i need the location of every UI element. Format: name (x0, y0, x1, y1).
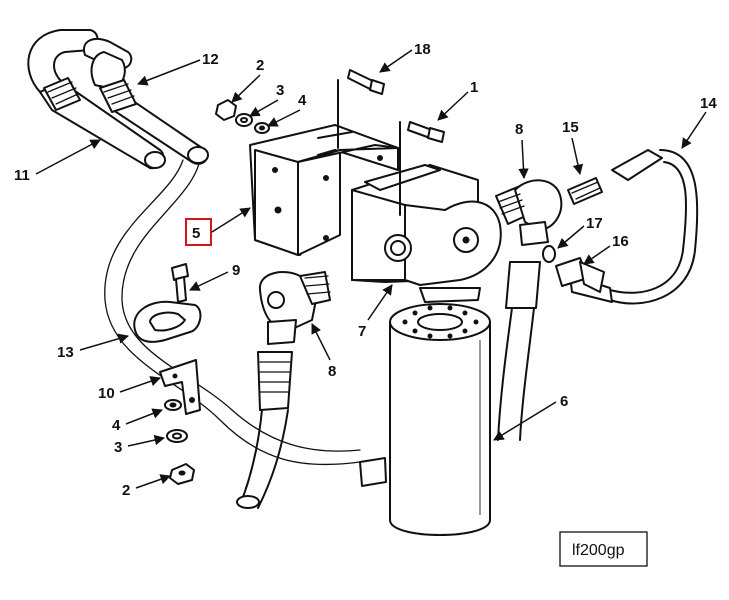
hose-assembly-14 (569, 149, 699, 305)
bolt-9 (171, 263, 189, 303)
callout-3-lower-label: 3 (114, 439, 122, 456)
figure-id-box: lf200gp (559, 531, 648, 567)
nut-2-upper (215, 99, 237, 121)
filter-element-6 (389, 303, 491, 536)
callout-7-label: 7 (358, 323, 366, 340)
callout-5: 5 (185, 207, 251, 246)
callout-5-highlight (185, 218, 212, 246)
callout-13: 13 (57, 333, 130, 361)
callout-14-label: 14 (700, 95, 717, 112)
callout-11: 11 (14, 139, 101, 184)
callout-15-label: 15 (562, 119, 579, 136)
hose-outlet-lower (236, 351, 293, 509)
callout-8-lower: 8 (311, 323, 336, 380)
callout-12-label: 12 (202, 51, 219, 68)
clamp-13 (133, 300, 202, 343)
callout-18-label: 18 (414, 41, 431, 58)
washer-4-upper (254, 122, 270, 134)
callout-12: 12 (137, 51, 219, 86)
callout-6-label: 6 (560, 393, 568, 410)
drain-stub (359, 457, 387, 487)
hose-inlet-right (497, 261, 541, 441)
callout-2-lower-label: 2 (122, 482, 130, 499)
callout-7: 7 (358, 284, 393, 340)
callout-11-label: 11 (14, 167, 30, 184)
filter-head-7 (351, 121, 502, 303)
figure-id-text: lf200gp (572, 542, 625, 559)
callout-3-upper-label: 3 (276, 82, 284, 99)
callout-3-upper: 3 (249, 82, 284, 117)
callout-10: 10 (98, 376, 161, 402)
callout-8-upper: 8 (515, 121, 529, 180)
callout-8-upper-label: 8 (515, 121, 523, 138)
callout-2-upper-label: 2 (256, 57, 264, 74)
washer-3 (166, 429, 188, 443)
hose-routing-outline (104, 159, 361, 466)
callout-13-label: 13 (57, 344, 74, 361)
nut-2 (169, 463, 195, 485)
callout-1: 1 (437, 79, 478, 121)
bracket-10 (159, 359, 201, 415)
callout-4-upper-label: 4 (298, 92, 307, 109)
callout-9-label: 9 (232, 262, 240, 279)
bolt-1 (407, 121, 445, 143)
elbow-fitting-8-lower (258, 271, 331, 345)
elbow-fitting-8-upper (495, 179, 563, 246)
bolt-18 (347, 69, 385, 95)
callout-15: 15 (562, 119, 584, 176)
callout-1-label: 1 (470, 79, 478, 96)
callout-3-lower: 3 (114, 434, 166, 456)
callout-14: 14 (681, 95, 717, 149)
callout-16: 16 (583, 233, 629, 265)
callout-4-lower-label: 4 (112, 417, 121, 434)
hose-assembly-11 (27, 29, 166, 170)
callout-5-label: 5 (192, 225, 200, 242)
callout-9: 9 (189, 262, 240, 291)
hose-assembly-12 (83, 37, 209, 165)
callout-18: 18 (379, 41, 431, 73)
mounting-bracket-5 (249, 79, 399, 256)
callout-4-lower: 4 (112, 408, 163, 434)
callout-10-label: 10 (98, 385, 115, 402)
callout-2-lower: 2 (122, 474, 171, 499)
callout-17: 17 (557, 215, 603, 249)
callout-17-label: 17 (586, 215, 603, 232)
o-ring-17 (542, 245, 556, 263)
callout-6: 6 (493, 393, 568, 441)
washer-3-upper (235, 113, 253, 127)
adapter-fitting-15 (567, 177, 603, 205)
callout-8-lower-label: 8 (328, 363, 336, 380)
washer-4 (164, 399, 182, 411)
figure-id-frame (559, 531, 648, 567)
callout-16-label: 16 (612, 233, 629, 250)
connector-fitting-16 (555, 257, 605, 293)
callout-4-upper: 4 (267, 92, 307, 127)
callout-2-upper: 2 (231, 57, 264, 103)
